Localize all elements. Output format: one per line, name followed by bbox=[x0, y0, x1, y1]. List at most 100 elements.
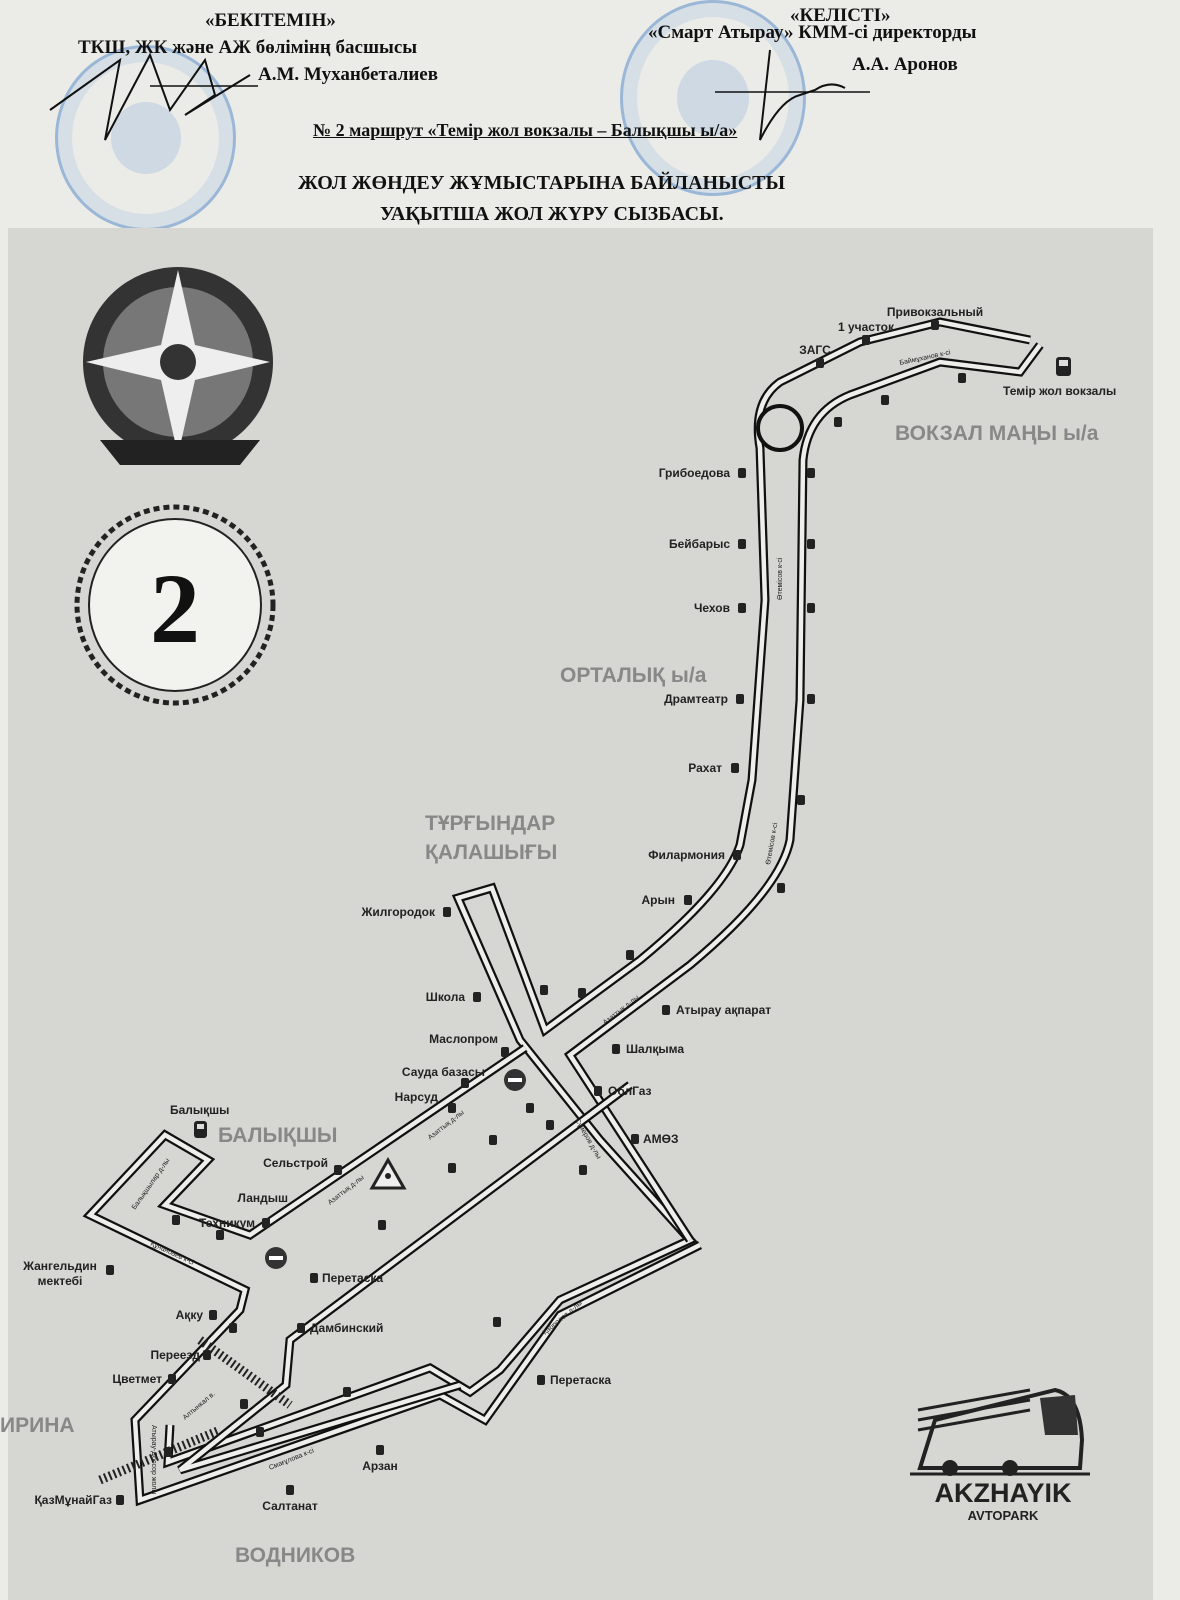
bus-stop-icon bbox=[738, 539, 746, 549]
stop-label: Рахат bbox=[688, 761, 722, 775]
bus-stop-icon bbox=[731, 763, 739, 773]
bus-stop-icon bbox=[807, 468, 815, 478]
stop-label: Ландыш bbox=[237, 1191, 288, 1205]
stop-label: Цветмет bbox=[112, 1372, 162, 1386]
akzhayik-avtopark-logo: AKZHAYIK AVTOPARK bbox=[910, 1387, 1090, 1523]
signature-left bbox=[49, 52, 251, 141]
stop-label: Школа bbox=[426, 990, 466, 1004]
stop-label: Ақку bbox=[176, 1308, 204, 1322]
bus-stop-icon bbox=[106, 1265, 114, 1275]
terminal-bus-icon bbox=[194, 1121, 207, 1138]
roundabout bbox=[756, 404, 804, 452]
agree-position: «Смарт Атырау» КММ-сі директорды bbox=[648, 22, 977, 43]
bus-stop-icon bbox=[807, 694, 815, 704]
stop-label: Перетаска bbox=[322, 1271, 383, 1285]
bus-stop-icon bbox=[807, 603, 815, 613]
stop-label: Атырау ақпарат bbox=[676, 1003, 771, 1017]
bus-stop-icon bbox=[862, 335, 870, 345]
approve-name: А.М. Муханбеталиев bbox=[258, 64, 438, 85]
district-ortalyq: ОРТАЛЫҚ ы/а bbox=[560, 664, 707, 687]
bus-stop-icon bbox=[262, 1218, 270, 1228]
stop-label: Маслопром bbox=[429, 1032, 498, 1046]
district-irina: ИРИНА bbox=[0, 1414, 75, 1437]
bus-stop-icon bbox=[579, 1165, 587, 1175]
stop-label: Драмтеатр bbox=[664, 692, 728, 706]
stop-label: Нарсуд bbox=[395, 1090, 439, 1104]
bus-stop-icon bbox=[376, 1445, 384, 1455]
approve-position: ТКШ, ЖК және АЖ бөлімінң басшысы bbox=[78, 37, 418, 58]
terminal-bus-icon bbox=[1056, 357, 1071, 376]
bus-stop-icon bbox=[448, 1103, 456, 1113]
bus-stop-icon bbox=[594, 1086, 602, 1096]
bus-stop-icon bbox=[631, 1134, 639, 1144]
route-number-badge: 2 bbox=[74, 504, 276, 706]
bus-stop-icons bbox=[106, 320, 966, 1505]
bus-stop-icon bbox=[443, 907, 451, 917]
bus-stop-icon bbox=[807, 539, 815, 549]
stop-label: Жангельдин bbox=[22, 1259, 97, 1273]
stop-label: АМӨЗ bbox=[643, 1132, 679, 1146]
bus-stop-icon bbox=[286, 1485, 294, 1495]
bus-stop-icon bbox=[834, 417, 842, 427]
bus-stop-icon bbox=[931, 320, 939, 330]
bus-stop-icon bbox=[738, 468, 746, 478]
bus-stop-icon bbox=[733, 850, 741, 860]
stop-label: Переезд bbox=[150, 1348, 200, 1362]
bus-stop-icon bbox=[662, 1005, 670, 1015]
stop-label: Филармония bbox=[648, 848, 725, 862]
bus-stop-icon bbox=[343, 1387, 351, 1397]
route-number: 2 bbox=[150, 553, 200, 664]
bus-stop-icon bbox=[797, 795, 805, 805]
stamp-right bbox=[620, 0, 806, 196]
bus-stop-icon bbox=[461, 1078, 469, 1088]
bus-stop-icon bbox=[168, 1374, 176, 1384]
signatures bbox=[49, 49, 870, 141]
street-label: Өтемісов к-сі bbox=[776, 557, 784, 600]
atyrau-emblem-logo bbox=[83, 267, 273, 465]
route-title: № 2 маршрут «Темір жол вокзалы – Балықшы… bbox=[313, 120, 738, 140]
bus-stop-icon bbox=[816, 358, 824, 368]
agree-name: А.А. Аронов bbox=[852, 54, 958, 75]
stop-label: Чехов bbox=[694, 601, 730, 615]
bus-stop-icon bbox=[612, 1044, 620, 1054]
street-label: Атырау-Доссор жолы bbox=[150, 1425, 157, 1494]
bus-stop-icon bbox=[229, 1323, 237, 1333]
bus-stop-icon bbox=[240, 1399, 248, 1409]
approve-title: «БЕКІТЕМІН» bbox=[205, 10, 336, 31]
bus-stop-icon bbox=[736, 694, 744, 704]
stop-label: Привокзальный bbox=[887, 305, 983, 319]
bus-stop-icon bbox=[684, 895, 692, 905]
bus-stop-icon bbox=[203, 1350, 211, 1360]
company-name: AKZHAYIK bbox=[934, 1478, 1072, 1508]
bus-stop-icon bbox=[297, 1323, 305, 1333]
roadworks-sign-icon bbox=[369, 1156, 407, 1190]
bus-stop-icon bbox=[172, 1215, 180, 1225]
stop-label: Перетаска bbox=[550, 1373, 611, 1387]
bus-stop-icon bbox=[448, 1163, 456, 1173]
bus-stop-icon bbox=[310, 1273, 318, 1283]
stop-label: Дамбинский bbox=[310, 1321, 383, 1335]
bus-stop-icon bbox=[540, 985, 548, 995]
bus-stop-icon bbox=[378, 1220, 386, 1230]
stop-label: Бейбарыс bbox=[669, 537, 730, 551]
stop-label: Арын bbox=[642, 893, 676, 907]
scheme-title-1: ЖОЛ ЖӨНДЕУ ЖҰМЫСТАРЫНА БАЙЛАНЫСТЫ bbox=[298, 172, 786, 194]
railway-crossing bbox=[98, 1336, 293, 1485]
stop-label: Техникум bbox=[199, 1216, 255, 1230]
district-vokzal: ВОКЗАЛ МАҢЫ ы/а bbox=[895, 422, 1099, 445]
district-vodnikov: ВОДНИКОВ bbox=[235, 1544, 355, 1567]
bus-stop-icon bbox=[958, 373, 966, 383]
stop-label: Сауда базасы bbox=[402, 1065, 485, 1079]
bus-stop-icon bbox=[777, 883, 785, 893]
stop-label: ҚазМұнайГаз bbox=[34, 1493, 112, 1507]
signature-right bbox=[759, 49, 846, 141]
bus-stop-icon bbox=[116, 1495, 124, 1505]
bus-stop-icon bbox=[626, 950, 634, 960]
bus-stop-icon bbox=[473, 992, 481, 1002]
bus-stop-icon bbox=[489, 1135, 497, 1145]
stop-label: Грибоедова bbox=[659, 466, 731, 480]
bus-stop-icon bbox=[881, 395, 889, 405]
bus-stop-icon bbox=[546, 1120, 554, 1130]
agree-title: «КЕЛІСТІ» bbox=[790, 5, 891, 26]
